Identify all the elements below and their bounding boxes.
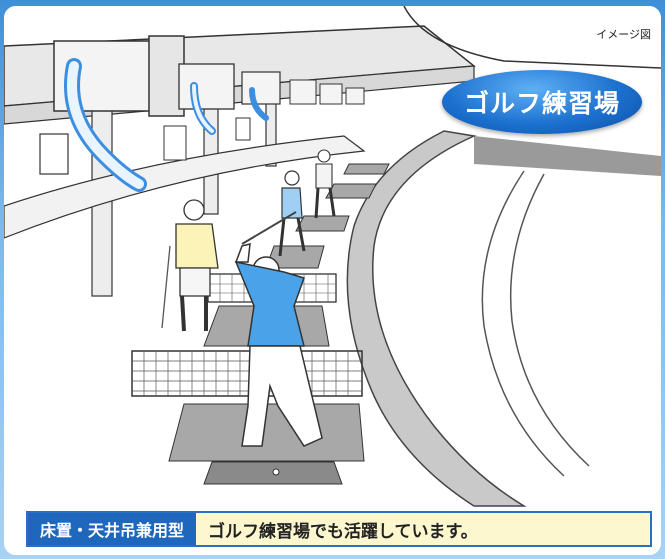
caption-bar: 床置・天井吊兼用型 ゴルフ練習場でも活躍しています。 [26, 511, 652, 547]
golfer-standing [161, 199, 219, 332]
ceiling-air-conditioner-unit [53, 35, 187, 192]
illustration-panel: イメージ図 ゴルフ練習場 床置・天井吊兼用型 ゴルフ練習場でも活躍しています。 [4, 6, 661, 555]
distant-ground [474, 136, 661, 176]
venue-title-badge: ゴルフ練習場 [442, 70, 642, 134]
caption-text: ゴルフ練習場でも活躍しています。 [208, 521, 478, 542]
curved-walkway [346, 130, 527, 507]
golfer-far [278, 170, 306, 257]
image-note: イメージ図 [596, 28, 651, 41]
ceiling-air-conditioner-unit [178, 63, 235, 135]
ceiling-air-conditioner-unit [241, 71, 281, 121]
product-type-label: 床置・天井吊兼用型 [28, 513, 197, 545]
ceiling-air-conditioner-unit [289, 79, 365, 105]
golfer-main [234, 211, 323, 447]
golfer-distant [314, 149, 336, 219]
